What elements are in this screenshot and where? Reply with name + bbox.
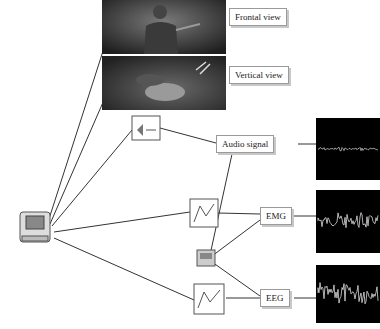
- wires: [48, 48, 316, 300]
- view-label: Frontal view: [229, 8, 287, 26]
- signal-label: Audio signal: [216, 135, 274, 153]
- signal-label: EEG: [260, 289, 290, 307]
- frontal-photo: [102, 0, 226, 54]
- emg-sensor-icon: [190, 199, 218, 227]
- waveform-panels: [316, 118, 380, 323]
- label-text: Frontal view: [235, 11, 281, 23]
- computer-icon: [20, 212, 50, 242]
- label-text: Vertical view: [235, 69, 283, 81]
- amplifier-icon: [132, 116, 160, 140]
- signal-label: EMG: [260, 207, 292, 225]
- vertical-photo: [102, 56, 226, 110]
- device-icon: [197, 250, 215, 266]
- label-text: EEG: [266, 292, 284, 304]
- label-text: Audio signal: [222, 138, 268, 150]
- label-text: EMG: [266, 210, 286, 222]
- view-label: Vertical view: [229, 66, 289, 84]
- eeg-sensor-icon: [194, 284, 224, 314]
